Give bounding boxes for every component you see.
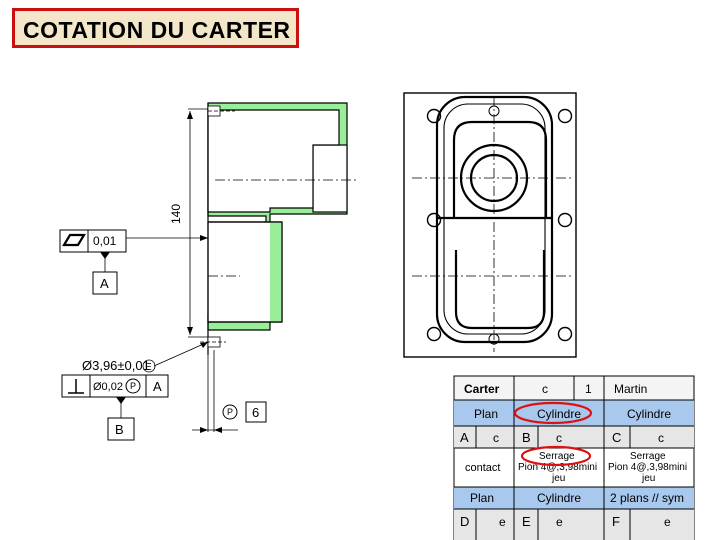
page-title: COTATION DU CARTER (23, 17, 291, 43)
projected-length: 6 (252, 405, 259, 420)
perp-value: Ø0,02 (93, 381, 123, 393)
surface-3: Cylindre (627, 407, 671, 421)
dim-140: 140 (169, 204, 183, 224)
projected-zone-icon (125, 378, 141, 394)
projected-dimension: P 6 (192, 350, 267, 433)
projected-zone-symbol: P (130, 381, 136, 391)
letter-a-c: c (493, 431, 499, 445)
letter-c-c: c (658, 431, 664, 445)
title-box: COTATION DU CARTER (12, 8, 299, 48)
table-author: Martin (614, 382, 647, 396)
contact-b-3: jeu (551, 473, 565, 484)
perp-datum: A (153, 379, 162, 394)
perpendicularity-frame: Ø0,02 P A B (61, 374, 169, 441)
contact-c-3: jeu (641, 473, 655, 484)
plan-view (403, 92, 577, 358)
contact-b-2: Pion 4@,3,98mini (518, 462, 597, 473)
flatness-frame: 0,01 A (59, 229, 208, 295)
contact-c-2: Pion 4@,3,98mini (608, 462, 687, 473)
inner-white (207, 109, 340, 213)
contact-c-1: Serrage (630, 451, 666, 462)
letter-f-e: e (664, 515, 671, 529)
envelope-symbol: E (145, 362, 152, 373)
datum-b: B (115, 422, 124, 437)
surface2-2: Cylindre (537, 491, 581, 505)
datum-a: A (100, 276, 109, 291)
surface-1: Plan (474, 407, 498, 421)
letter-a: A (460, 430, 469, 445)
letter-d: D (460, 514, 469, 529)
bore-white (312, 144, 348, 213)
height-dimension: 140 (169, 108, 208, 338)
contact-b-1: Serrage (539, 451, 575, 462)
part-green-lower (270, 222, 282, 322)
flatness-icon (62, 233, 86, 247)
highlight-cylindre (513, 401, 593, 425)
surface2-1: Plan (470, 491, 494, 505)
surface-2: Cylindre (537, 407, 581, 421)
datum-box-a (92, 271, 118, 295)
table-header-c: c (542, 382, 548, 396)
table-number: 1 (585, 382, 592, 396)
letter-b: B (522, 430, 531, 445)
projected-symbol-2: P (227, 407, 233, 417)
surface2-3: 2 plans // sym (610, 491, 684, 505)
letter-d-e: e (499, 515, 506, 529)
datum-triangle-b (116, 397, 126, 404)
letter-e: E (522, 514, 531, 529)
letter-f: F (612, 514, 620, 529)
datum-box-b (107, 417, 135, 441)
letter-b-c: c (556, 431, 562, 445)
hole-size: Ø3,96±0,01 (82, 358, 150, 373)
highlight-serrage (520, 445, 592, 467)
hole-callout: Ø3,96±0,01 E (82, 341, 209, 373)
contact-table: Carter c 1 Martin Plan Cylindre Cylindre… (453, 375, 695, 540)
letter-e-e: e (556, 515, 563, 529)
datum-triangle-a (100, 252, 110, 259)
contact-label: contact (465, 462, 500, 474)
section-view (200, 102, 357, 355)
letter-c: C (612, 430, 621, 445)
table-part: Carter (464, 382, 500, 396)
flatness-value: 0,01 (93, 234, 117, 248)
